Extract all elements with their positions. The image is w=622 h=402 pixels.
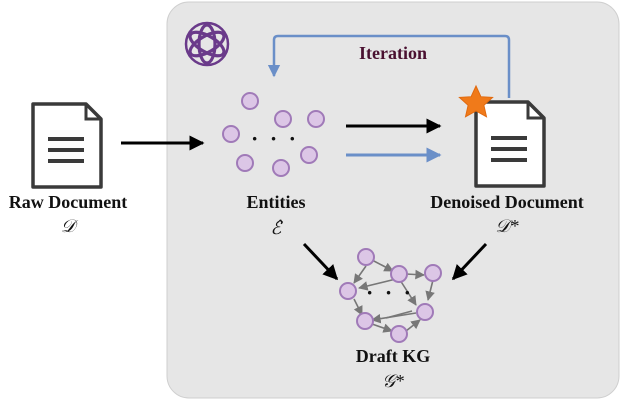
kg-node: [356, 312, 374, 330]
kg-ellipsis: · · ·: [366, 280, 414, 305]
entity-node: [272, 159, 290, 177]
entity-node: [300, 146, 318, 164]
draft-kg-label: Draft KG: [356, 346, 430, 366]
arrow-entities-to-kg: [302, 242, 339, 281]
raw-document-label: Raw Document: [9, 192, 128, 212]
denoised-document-symbol: 𝒟*: [495, 216, 518, 236]
entities-symbol: ℰ̂: [271, 218, 284, 238]
draft-kg-graph: · · ·: [339, 248, 442, 343]
star-icon: [458, 84, 494, 118]
draft-kg-symbol: 𝒢*: [382, 371, 404, 391]
entity-node: [241, 92, 259, 110]
arrow-denoised-to-kg: [451, 242, 488, 281]
entity-node: [236, 154, 254, 172]
iteration-label-bg: [348, 42, 438, 64]
kg-node: [357, 248, 375, 266]
kg-node: [390, 325, 408, 343]
kg-node: [424, 264, 442, 282]
iteration-label: Iteration: [359, 43, 427, 63]
denoised-document-icon: [474, 100, 546, 188]
entity-node: [307, 110, 325, 128]
entities-cluster: · · ·: [222, 92, 325, 177]
entity-node: [222, 125, 240, 143]
entities-label: Entities: [246, 192, 305, 212]
denoised-document-label: Denoised Document: [430, 192, 584, 212]
kg-node: [390, 265, 408, 283]
iteration-loop-arrow: [267, 34, 511, 98]
entities-ellipsis: · · ·: [251, 126, 299, 151]
raw-document-icon: [31, 102, 103, 189]
kg-node: [416, 303, 434, 321]
raw-document-symbol: 𝒟: [61, 216, 79, 236]
kg-node: [339, 282, 357, 300]
entity-node: [274, 110, 292, 128]
